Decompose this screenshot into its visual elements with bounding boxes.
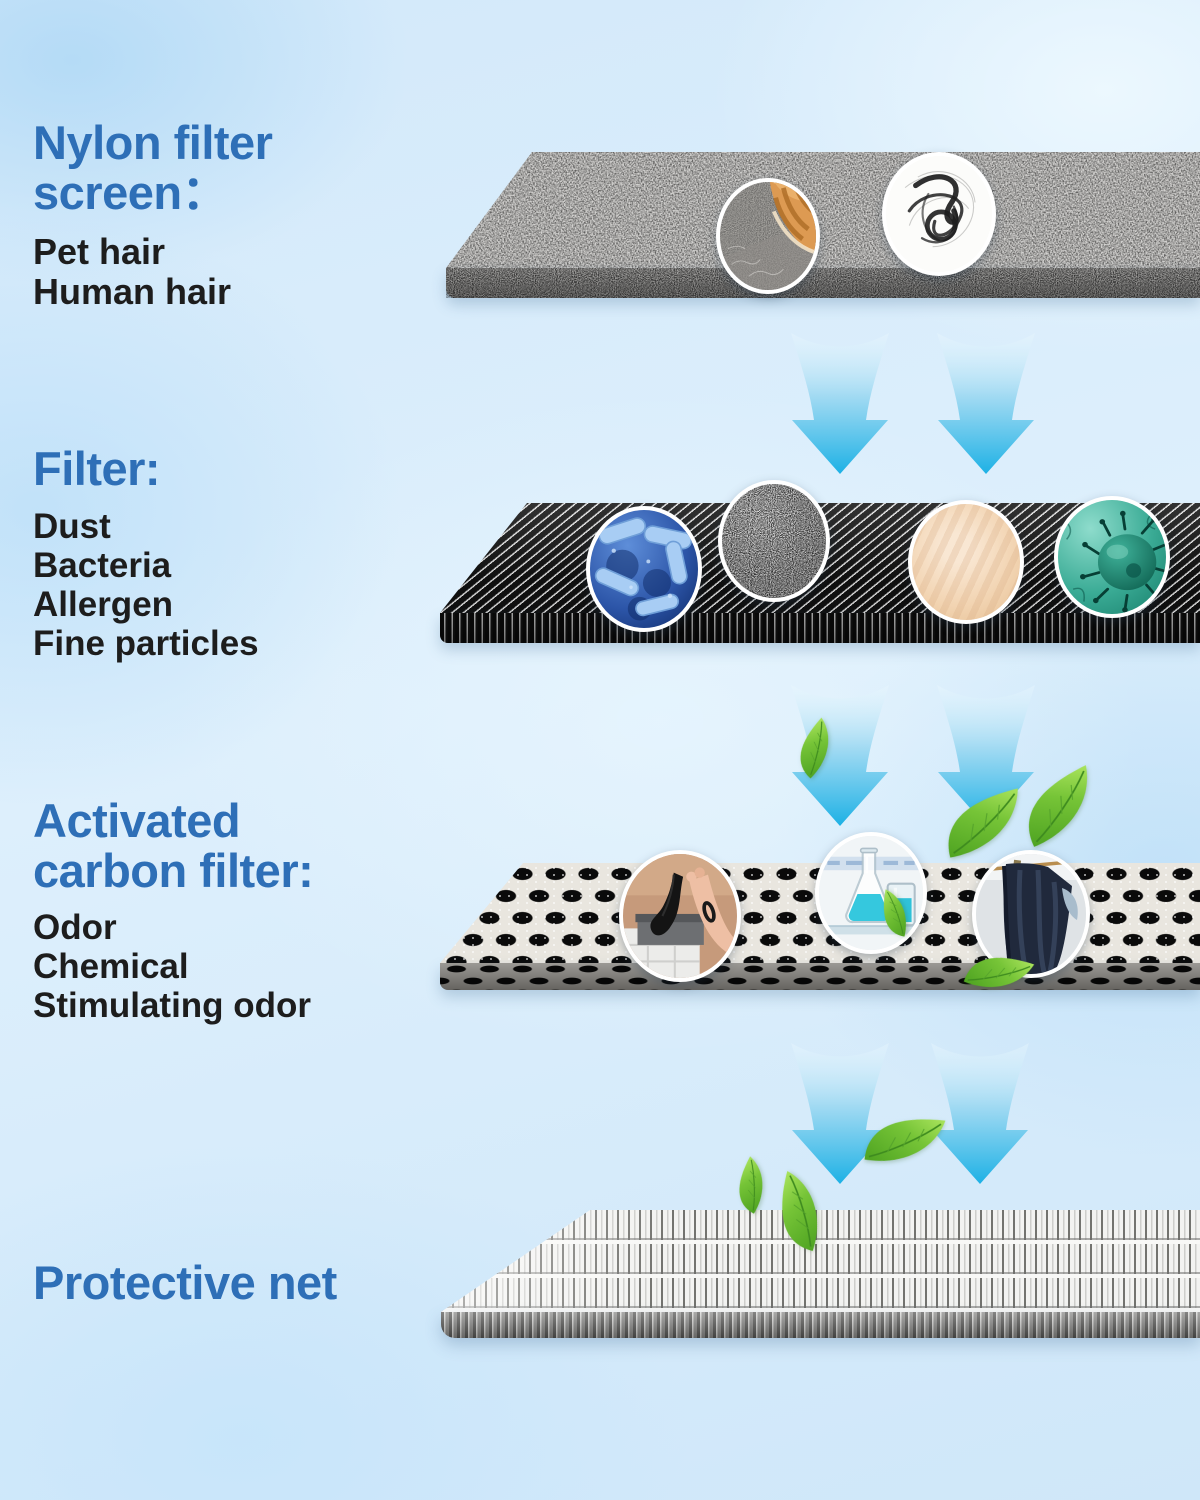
- protective-net-layer-image: [441, 1210, 1200, 1338]
- hepa-filter-front-face: [440, 613, 1200, 643]
- protective-net-front-face: [441, 1312, 1200, 1338]
- stimulating-odor-label: Stimulating odor: [33, 986, 312, 1025]
- allergen-label: Allergen: [33, 585, 174, 624]
- clothes-odor-photo: [972, 850, 1090, 978]
- section-filter: Filter: Dust Bacteria Allergen Fine part…: [33, 444, 259, 664]
- title-line: Nylon filter: [33, 116, 273, 169]
- title-line: screen：: [33, 166, 229, 219]
- protective-net-top-face: [441, 1210, 1200, 1312]
- section-activated-carbon-filter: Activated carbon filter: Odor Chemical S…: [33, 794, 314, 1026]
- nylon-filter-top-face: [446, 152, 1200, 268]
- fine-particles-label: Fine particles: [33, 624, 259, 663]
- odor-label: Odor: [33, 908, 117, 947]
- title-line: carbon filter:: [33, 844, 314, 897]
- bacteria-photo: [586, 506, 702, 632]
- pet-hair-photo: [716, 178, 820, 294]
- bacteria-label: Bacteria: [33, 546, 172, 585]
- human-hair-label: Human hair: [33, 271, 232, 312]
- nylon-filter-layer-image: [446, 152, 1200, 298]
- airflow-arrow-icon: [784, 330, 896, 476]
- pet-hair-label: Pet hair: [33, 231, 166, 272]
- title-line: Protective net: [33, 1256, 337, 1309]
- section-protective-net: Protective net: [33, 1258, 337, 1308]
- leaf-icon: [862, 1110, 949, 1170]
- human-hair-photo: [882, 152, 996, 276]
- nylon-filter-front-face: [446, 268, 1200, 298]
- airflow-arrow-icon: [930, 330, 1042, 476]
- dust-photo: [718, 480, 830, 602]
- leaf-icon: [725, 1154, 779, 1216]
- odor-photo: [619, 850, 741, 982]
- nylon-filter-items: Pet hair Human hair: [33, 232, 272, 312]
- carbon-filter-items: Odor Chemical Stimulating odor: [33, 908, 313, 1025]
- chemical-photo: [815, 832, 927, 954]
- filter-items: Dust Bacteria Allergen Fine particles: [33, 507, 259, 663]
- section-nylon-filter-screen: Nylon filter screen： Pet hair Human hair: [33, 116, 273, 312]
- activated-carbon-filter-title: Activated carbon filter:: [33, 794, 314, 897]
- chemical-label: Chemical: [33, 947, 189, 986]
- allergen-photo: [908, 500, 1024, 624]
- virus-photo: [1054, 496, 1170, 618]
- dust-label: Dust: [33, 507, 111, 546]
- carbon-filter-front-face: [440, 963, 1200, 990]
- filter-title: Filter:: [33, 444, 259, 494]
- nylon-filter-screen-title: Nylon filter screen：: [33, 116, 273, 219]
- title-line: Filter:: [33, 442, 161, 495]
- title-line: Activated: [33, 794, 241, 847]
- protective-net-title: Protective net: [33, 1258, 337, 1308]
